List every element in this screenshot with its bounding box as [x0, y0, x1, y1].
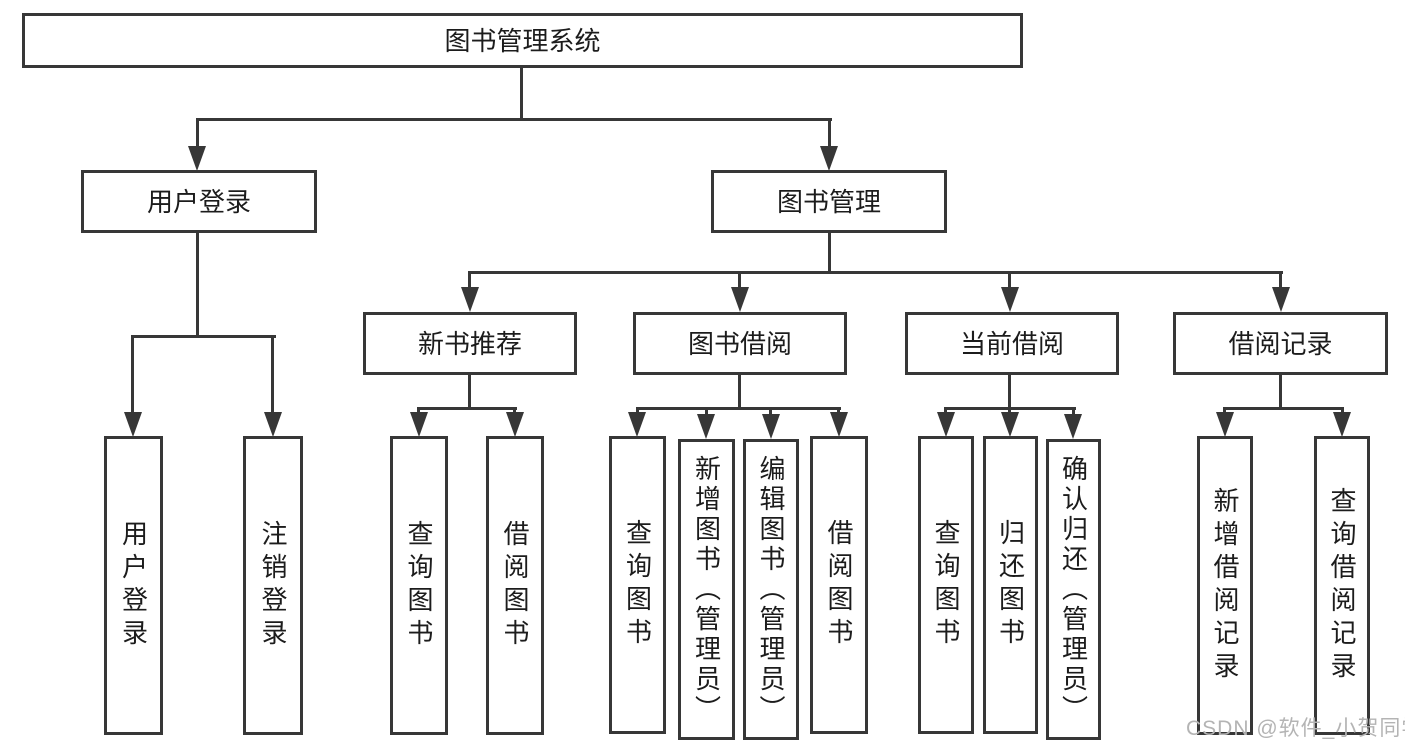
leaf-add-borrow-record: 新增借阅记录 — [1197, 436, 1253, 735]
leaf-confirm-return-admin: 确认归还（管理员） — [1046, 439, 1101, 740]
connector-line — [1341, 407, 1344, 415]
connector-line — [1072, 407, 1075, 417]
arrow-down-icon — [461, 287, 479, 312]
leaf-user-login: 用户登录 — [104, 436, 163, 735]
leaf-add-book-admin: 新增图书（管理员） — [678, 439, 735, 740]
arrow-down-icon — [1001, 287, 1019, 312]
arrow-down-icon — [1216, 412, 1234, 437]
arrow-down-icon — [762, 414, 780, 439]
arrow-down-icon — [506, 412, 524, 437]
arrow-down-icon — [124, 412, 142, 437]
csdn-watermark: CSDN @软件_小贺同学 — [1186, 717, 1405, 740]
connector-line — [828, 233, 831, 274]
leaf-return-books: 归还图书 — [983, 436, 1038, 734]
connector-line — [944, 407, 947, 415]
connector-line — [636, 407, 841, 410]
connector-line — [1279, 375, 1282, 410]
connector-line — [271, 335, 274, 415]
arrow-down-icon — [820, 146, 838, 171]
leaf-recommend-borrow-books: 借阅图书 — [486, 436, 544, 735]
connector-line — [1008, 407, 1011, 415]
connector-line — [513, 407, 516, 415]
leaf-borrow-query-books: 查询图书 — [609, 436, 666, 734]
arrow-down-icon — [1333, 412, 1351, 437]
node-current-borrow: 当前借阅 — [905, 312, 1119, 375]
connector-line — [468, 271, 471, 289]
connector-line — [468, 271, 1283, 274]
connector-line — [636, 407, 639, 415]
connector-line — [131, 335, 276, 338]
connector-line — [1279, 271, 1282, 289]
connector-line — [520, 67, 523, 120]
connector-line — [468, 375, 471, 410]
leaf-edit-book-admin: 编辑图书（管理员） — [743, 439, 799, 740]
node-book-management: 图书管理 — [711, 170, 947, 233]
arrow-down-icon — [937, 412, 955, 437]
arrow-down-icon — [410, 412, 428, 437]
arrow-down-icon — [830, 412, 848, 437]
leaf-recommend-query-books: 查询图书 — [390, 436, 448, 735]
connector-line — [738, 271, 741, 289]
connector-line — [196, 233, 199, 337]
node-borrow-records: 借阅记录 — [1173, 312, 1388, 375]
connector-line — [417, 407, 517, 410]
connector-line — [1008, 271, 1011, 289]
leaf-borrow-books: 借阅图书 — [810, 436, 868, 734]
connector-line — [705, 407, 708, 417]
connector-line — [131, 335, 134, 415]
connector-line — [1008, 375, 1011, 410]
connector-line — [1223, 407, 1344, 410]
connector-line — [196, 118, 199, 148]
node-library-system: 图书管理系统 — [22, 13, 1023, 68]
arrow-down-icon — [697, 414, 715, 439]
arrow-down-icon — [1001, 412, 1019, 437]
leaf-current-query-books: 查询图书 — [918, 436, 974, 734]
connector-line — [828, 118, 831, 148]
node-book-borrow: 图书借阅 — [633, 312, 847, 375]
arrow-down-icon — [628, 412, 646, 437]
arrow-down-icon — [731, 287, 749, 312]
connector-line — [196, 118, 832, 121]
connector-line — [738, 375, 741, 410]
node-new-book-recommend: 新书推荐 — [363, 312, 577, 375]
arrow-down-icon — [188, 146, 206, 171]
connector-line — [417, 407, 420, 415]
arrow-down-icon — [264, 412, 282, 437]
arrow-down-icon — [1272, 287, 1290, 312]
leaf-query-borrow-record: 查询借阅记录 — [1314, 436, 1370, 735]
connector-line — [1223, 407, 1226, 415]
arrow-down-icon — [1064, 414, 1082, 439]
connector-line — [837, 407, 840, 415]
node-user-login: 用户登录 — [81, 170, 317, 233]
connector-line — [769, 407, 772, 417]
leaf-logout: 注销登录 — [243, 436, 303, 735]
